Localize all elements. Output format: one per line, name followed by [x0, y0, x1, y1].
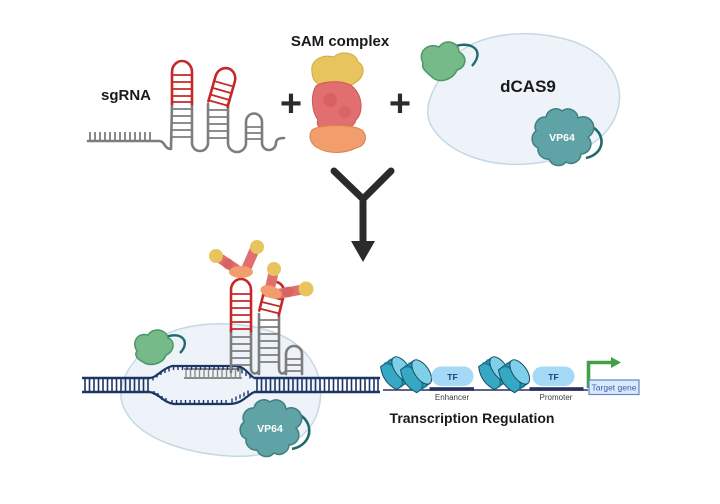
target-gene-box — [588, 379, 640, 396]
sgrna-red-hairpin-1 — [170, 59, 194, 106]
transcription-regulation-title: Transcription Regulation — [390, 410, 555, 426]
sgrna-red-hairpin-2 — [207, 66, 237, 109]
sam-complex-bound-icon — [260, 262, 314, 299]
sam-orange-subunit — [309, 125, 366, 153]
sam-pink-subunit — [311, 81, 362, 131]
promoter-label: Promoter — [540, 393, 573, 402]
transcription-regulation: TF TF Enhancer Promoter Target gene Tran… — [376, 352, 640, 426]
dcas9-label: dCAS9 — [500, 77, 556, 96]
enhancer-bar — [429, 387, 474, 391]
plus-icon: + — [280, 83, 302, 125]
sgrna-label: sgRNA — [101, 87, 151, 104]
promoter-bar — [529, 387, 584, 391]
tf-label: TF — [447, 372, 457, 382]
green-adapter-icon — [420, 41, 466, 82]
dcas9-complex: dCAS9 VP64 — [420, 32, 621, 167]
green-adapter-icon — [134, 329, 174, 366]
sgrna-structure — [86, 59, 286, 154]
dna-double-helix — [82, 364, 380, 406]
assembled-complex: VP64 — [82, 240, 380, 458]
sam-complex-bound-icon — [209, 240, 264, 278]
plus-icon: + — [389, 83, 411, 125]
sam-complex-label: SAM complex — [291, 33, 390, 50]
target-gene-label: Target gene — [592, 383, 637, 393]
sam-complex-icon — [309, 52, 366, 153]
tf-oval — [431, 366, 474, 386]
merge-arrow-icon — [330, 167, 395, 262]
tf-oval — [532, 366, 575, 386]
enhancer-label: Enhancer — [435, 393, 470, 402]
tf-label: TF — [548, 372, 558, 382]
vp64-label: VP64 — [549, 132, 575, 144]
vp64-label: VP64 — [257, 423, 283, 435]
